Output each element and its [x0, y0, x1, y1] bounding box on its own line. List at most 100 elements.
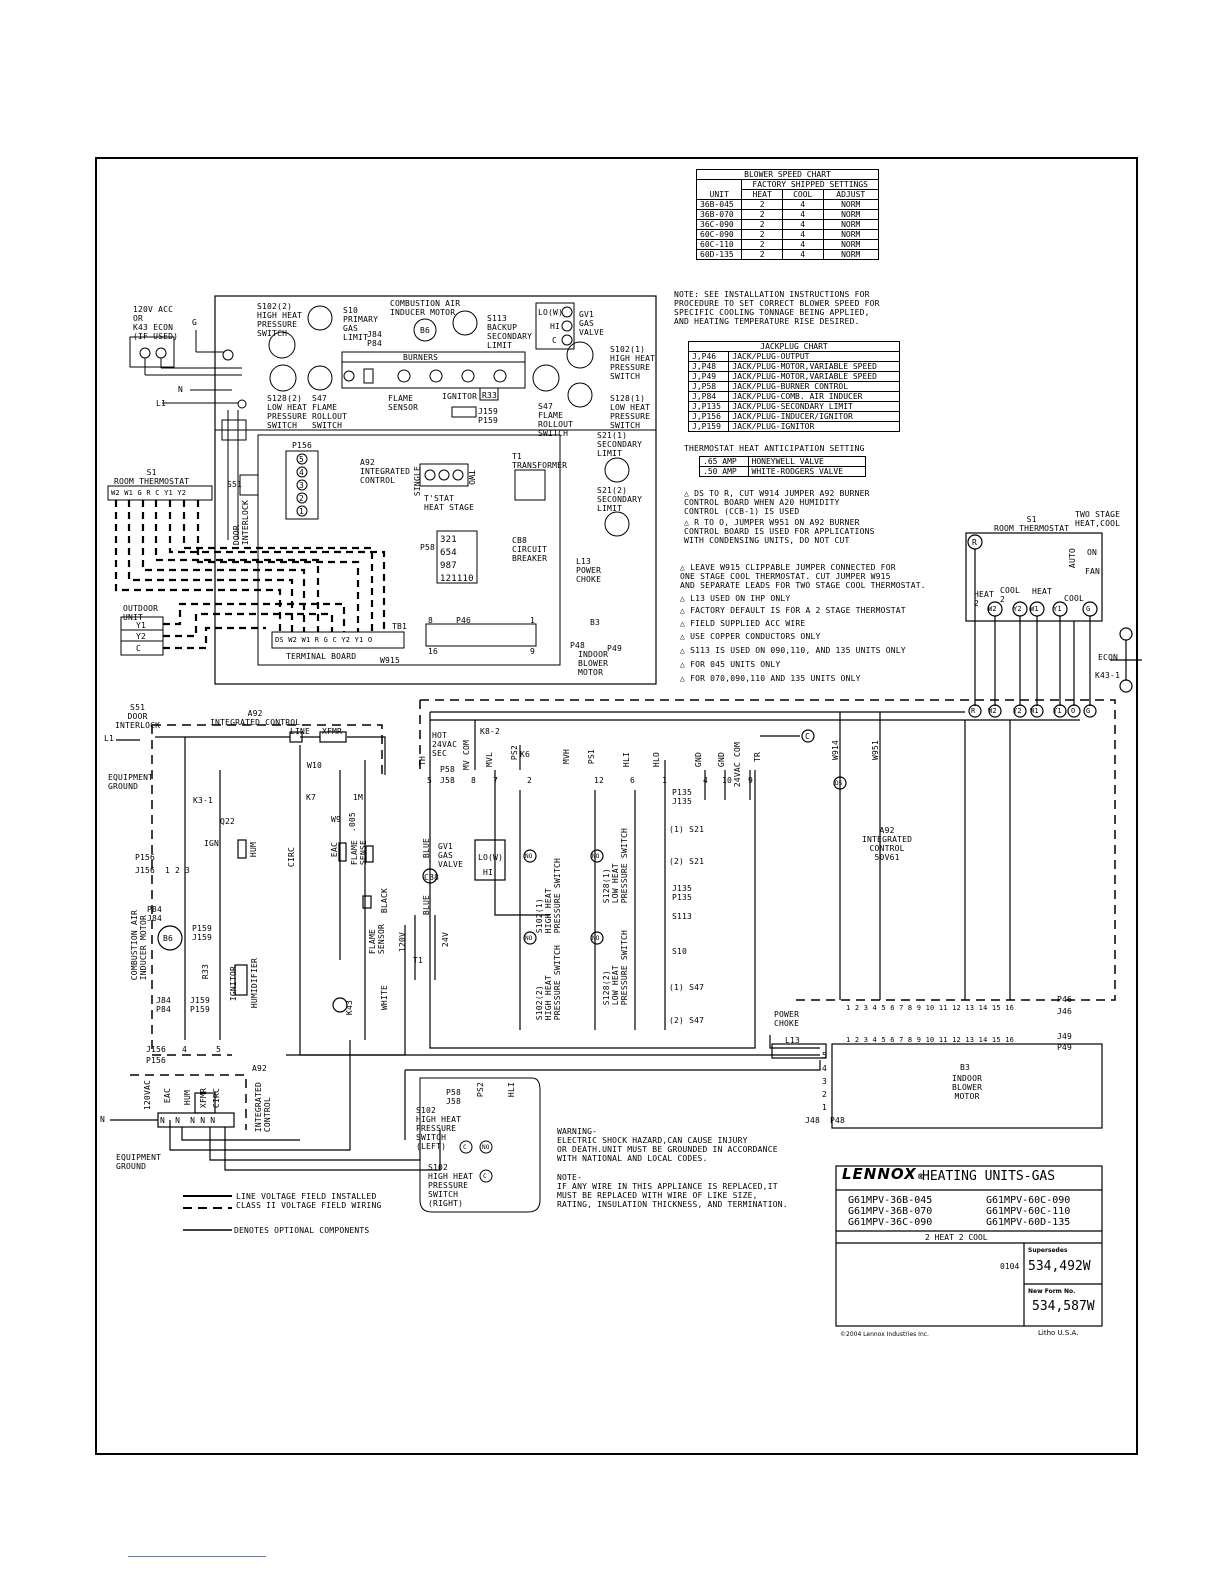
bottom-term-w1: W1 — [1030, 707, 1039, 715]
s21b-label: (2) S21 — [669, 857, 705, 866]
motor-pin: 3 — [822, 1077, 828, 1086]
s128-2-lower-label: S128(2) LOW HEAT PRESSURE SWITCH — [602, 930, 629, 1006]
p156-lower2-label: P156 — [146, 1056, 167, 1065]
gv1-lower-label: GV1 GAS VALVE — [438, 842, 464, 869]
k6-label: K6 — [520, 750, 531, 759]
gv1-lower-lo: LO(W) — [478, 853, 504, 862]
motor-pin: 4 — [822, 1064, 828, 1073]
pin-label-tr: TR — [753, 752, 762, 763]
p156-pin: 4 — [299, 468, 305, 477]
im-label: 1M — [353, 793, 364, 802]
b6-lower-label: B6 — [163, 934, 174, 943]
a92-lower-label: A92 INTEGRATED CONTROL — [210, 709, 301, 727]
pin-row-upper: 1 2 3 4 5 6 7 8 9 10 11 12 13 14 15 16 — [846, 1004, 1015, 1012]
inset-s102-left: S102 HIGH HEAT PRESSURE SWITCH (LEFT) — [416, 1106, 462, 1151]
hot-label: HOT 24VAC SEC — [432, 731, 458, 758]
p156-pin: 5 — [299, 455, 305, 464]
rt-on: ON — [1087, 548, 1098, 557]
rt-term-w1: W1 — [1030, 605, 1039, 613]
hum-label: HUM — [249, 842, 258, 858]
pin-num: 7 — [493, 776, 499, 785]
pin-label-mvh: MVH — [562, 749, 571, 765]
s10-label: S10 PRIMARY GAS LIMIT — [343, 306, 379, 342]
rt-cool: COOL — [1064, 594, 1085, 603]
inducer-lower-label: COMBUSTION AIR INDUCER MOTOR — [130, 910, 148, 981]
outdoor-unit-label: OUTDOOR UNIT — [123, 604, 159, 622]
blower-chart-subtitle: FACTORY SHIPPED SETTINGS — [741, 179, 879, 190]
tb1-label: TB1 — [392, 622, 408, 631]
note-1: △1 DS TO R, CUT W914 JUMPER A92 BURNER C… — [684, 489, 870, 516]
bottom-term-r: R — [971, 707, 976, 715]
l13-lower-label: L13 — [785, 1036, 801, 1045]
bottom-term-y1: Y1 — [1053, 707, 1062, 715]
pin-num: 10 — [722, 776, 733, 785]
supersedes-number: 534,492W — [1028, 1259, 1091, 1274]
white-wire-label: WHITE — [380, 985, 389, 1011]
equipment-ground-bottom-label: EQUIPMENT GROUND — [116, 1153, 162, 1171]
p156-label: P156 — [292, 441, 313, 450]
r33-label: R33 — [482, 391, 498, 400]
p135-label: P135 J135 — [672, 788, 693, 806]
inset-c: C — [463, 1144, 467, 1151]
neutral-terminals: N N N N N — [160, 1116, 216, 1125]
ds-label: DS — [835, 780, 843, 787]
litho: Litho U.S.A. — [1038, 1329, 1079, 1337]
p48-lower-label: P48 — [830, 1116, 846, 1125]
p156-lower-label: P156 — [135, 853, 156, 862]
circ-label: CIRC — [287, 847, 296, 868]
titleblock-date: 0104 — [1000, 1262, 1020, 1271]
no-contact: NO — [525, 935, 533, 942]
pin-5: 5 — [216, 1045, 222, 1054]
flame-sensor-lower-label: FLAME SENSOR — [368, 924, 386, 955]
j159-lower-label: J159 P159 — [190, 996, 211, 1014]
drawing-frame — [95, 157, 1138, 1455]
a92-control-label: A92 INTEGRATED CONTROL 50V61 — [862, 826, 913, 862]
room-thermostat-right-label: S1 ROOM THERMOSTAT — [994, 515, 1070, 533]
no-contact: NO — [592, 935, 600, 942]
pin-num: 12 — [594, 776, 605, 785]
s128-2-label: S128(2) LOW HEAT PRESSURE SWITCH — [267, 394, 308, 430]
gv1-lower-hi: HI — [483, 868, 494, 877]
blower-note: NOTE: SEE INSTALLATION INSTRUCTIONS FOR … — [674, 290, 880, 326]
pin-num: 5 — [427, 776, 433, 785]
p156-pin: 1 — [165, 866, 171, 875]
room-thermostat-left-label: S1 ROOM THERMOSTAT — [114, 468, 190, 486]
k7-label: K7 — [306, 793, 317, 802]
rt-r: R — [972, 538, 978, 547]
s47a-lower-label: (1) S47 — [669, 983, 705, 992]
motor-pin: 5 — [822, 1051, 828, 1060]
pin-label-ps1: PS1 — [587, 749, 596, 765]
circ-bottom-label: CIRC — [212, 1088, 221, 1109]
s47b-lower-label: (2) S47 — [669, 1016, 705, 1025]
j84-label: J84 P84 — [367, 330, 383, 348]
inducer-motor-label: COMBUSTION AIR INDUCER MOTOR — [390, 299, 461, 317]
p58-lower-label: P58 — [440, 765, 456, 774]
legend-line-voltage: LINE VOLTAGE FIELD INSTALLED — [236, 1192, 377, 1201]
pin-4: 4 — [182, 1045, 188, 1054]
w9-label: W9 — [331, 815, 342, 824]
tstat-stage-label: T'STAT HEAT STAGE — [424, 494, 475, 512]
blower-col-cool: COOL — [781, 189, 824, 200]
r33-lower-label: R33 — [201, 964, 210, 980]
blower-speed-chart: BLOWER SPEED CHART FACTORY SHIPPED SETTI… — [695, 169, 879, 260]
note-2: △2 R TO O, JUMPER W951 ON A92 BURNER CON… — [684, 518, 875, 545]
econ-label: ECON — [1098, 653, 1119, 662]
hum-bottom-label: HUM — [183, 1090, 192, 1106]
rt-term-y2: Y2 — [1013, 605, 1022, 613]
p156-pin: 2 — [299, 494, 305, 503]
xfmr-bottom-label: XFMR — [199, 1088, 208, 1109]
note-5: △5 FACTORY DEFAULT IS FOR A 2 STAGE THER… — [680, 606, 906, 615]
p156-pin: 1 — [299, 507, 305, 516]
pin-label-hlo: HLO — [652, 752, 661, 768]
equipment-ground-label: EQUIPMENT GROUND — [108, 773, 154, 791]
bottom-term-w2: W2 — [988, 707, 997, 715]
rt-cool2: COOL 2 — [1000, 586, 1021, 604]
p156-pin: 2 — [175, 866, 181, 875]
s128-1-lower-label: S128(1) LOW HEAT PRESSURE SWITCH — [602, 828, 629, 904]
cb8-label: CB8 CIRCUIT BREAKER — [512, 536, 548, 563]
